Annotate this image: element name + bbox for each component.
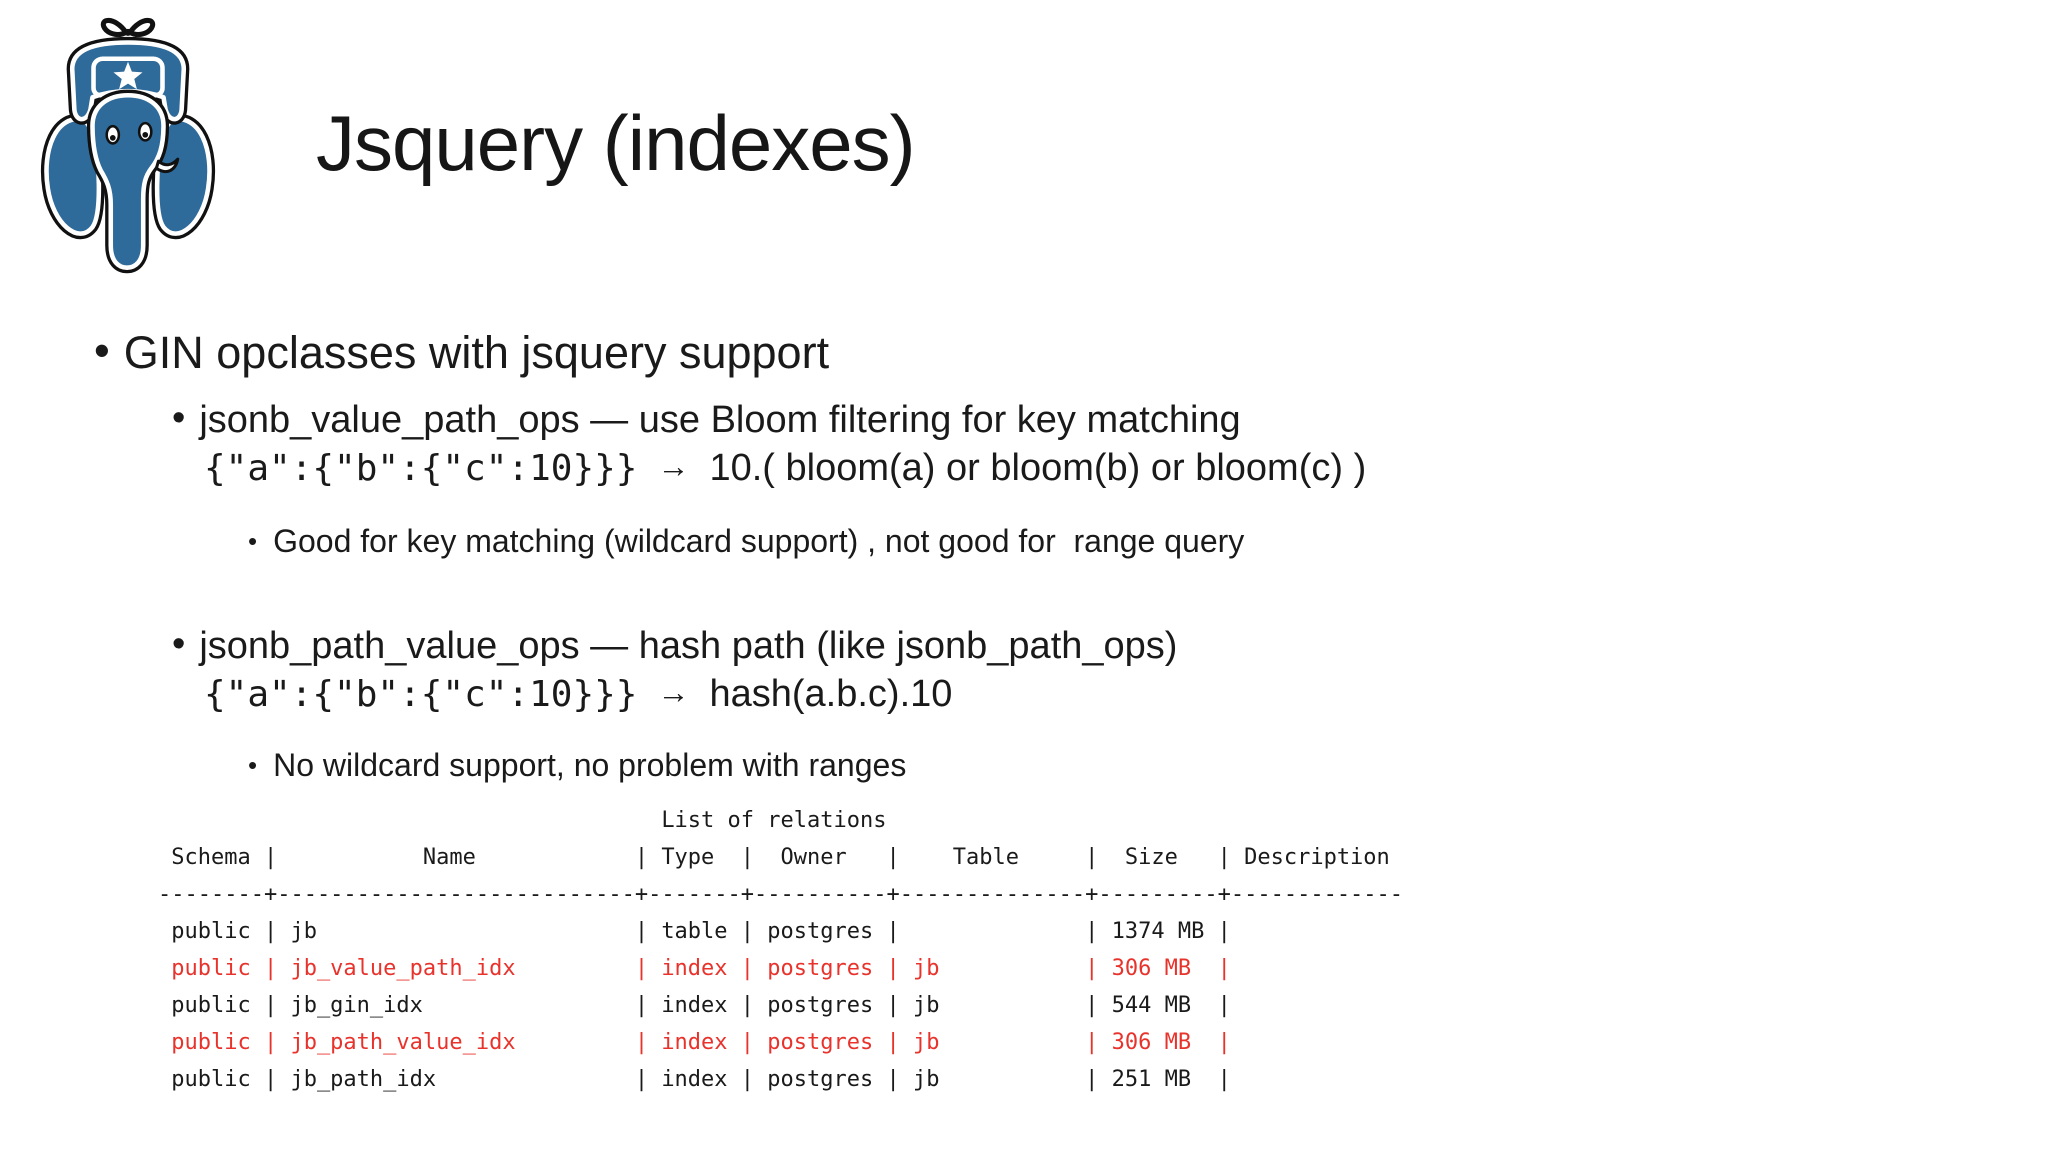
postgres-elephant-logo (40, 17, 216, 274)
bullet-jsonb-path-value-ops: jsonb_path_value_ops — hash path (like j… (172, 624, 1177, 670)
slide-title: Jsquery (indexes) (316, 99, 916, 187)
table-separator: --------+---------------------------+---… (158, 882, 1404, 907)
jsonb-path-value-ops-label: jsonb_path_value_ops — hash path (like j… (199, 625, 1178, 667)
hat-panel-icon (91, 56, 165, 98)
bow-icon (100, 17, 156, 38)
table-row: public | jb | table | postgres | | 1374 … (158, 919, 1404, 944)
code-example-hash: {"a":{"b":{"c":10}}} → hash(a.b.c).10 (204, 672, 952, 718)
table-row: public | jb_path_idx | index | postgres … (158, 1067, 1404, 1092)
code-example-bloom: {"a":{"b":{"c":10}}} → 10.( bloom(a) or bl… (204, 446, 1366, 492)
bullet-bloom-note: Good for key matching (wildcard support)… (248, 522, 1244, 560)
star-icon (113, 61, 143, 90)
arrow-icon: → (657, 674, 690, 710)
bullet-hash-note: No wildcard support, no problem with ran… (248, 746, 906, 784)
bloom-note-label: Good for key matching (wildcard support)… (273, 523, 1245, 559)
bullet-jsonb-value-path-ops: jsonb_value_path_ops — use Bloom filteri… (172, 398, 1241, 444)
table-row: public | jb_gin_idx | index | postgres |… (158, 993, 1404, 1018)
bullet-gin-opclasses: GIN opclasses with jsquery support (94, 326, 829, 380)
tusk-icon (154, 157, 180, 173)
table-row-highlighted: public | jb_path_value_idx | index | pos… (158, 1030, 1404, 1055)
bloom-result: 10.( bloom(a) or bloom(b) or bloom(c) ) (709, 447, 1367, 489)
table-title: List of relations (158, 808, 887, 833)
jsonb-value-path-ops-label: jsonb_value_path_ops — use Bloom filteri… (199, 399, 1241, 441)
relations-table: List of relations Schema | Name | Type |… (158, 802, 1403, 1098)
bullet-gin-opclasses-label: GIN opclasses with jsquery support (123, 327, 830, 378)
hash-result: hash(a.b.c).10 (709, 673, 953, 715)
table-header: Schema | Name | Type | Owner | Table | S… (158, 845, 1404, 870)
table-row-highlighted: public | jb_value_path_idx | index | pos… (158, 956, 1404, 981)
arrow-icon: → (657, 448, 690, 484)
json-snippet: {"a":{"b":{"c":10}}} (204, 448, 638, 489)
elephant-eyes-icon (105, 121, 153, 145)
json-snippet: {"a":{"b":{"c":10}}} (204, 674, 638, 715)
hash-note-label: No wildcard support, no problem with ran… (273, 747, 907, 783)
